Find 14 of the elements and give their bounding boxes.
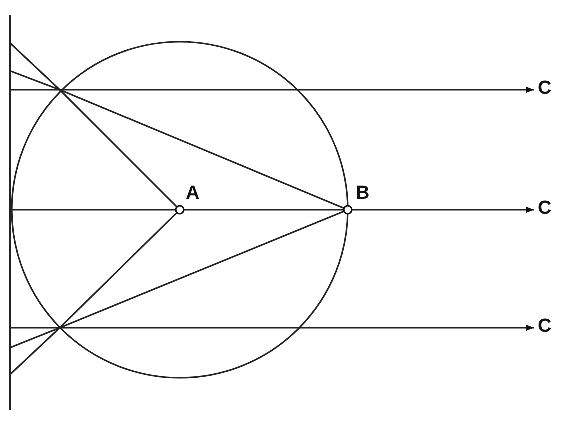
arrow (10, 324, 534, 332)
point-label: C (538, 199, 552, 219)
point-label: C (538, 317, 552, 337)
arrow (352, 206, 534, 214)
point-label: A (186, 184, 200, 204)
ray-line (10, 70, 345, 210)
point-label: C (538, 79, 552, 99)
ray-line (10, 209, 176, 211)
point-label: B (356, 184, 370, 204)
arrow (10, 86, 534, 94)
ray-line (10, 210, 345, 349)
ray-line (184, 209, 344, 211)
ray-line (9, 212, 178, 376)
ray-line (9, 42, 178, 208)
